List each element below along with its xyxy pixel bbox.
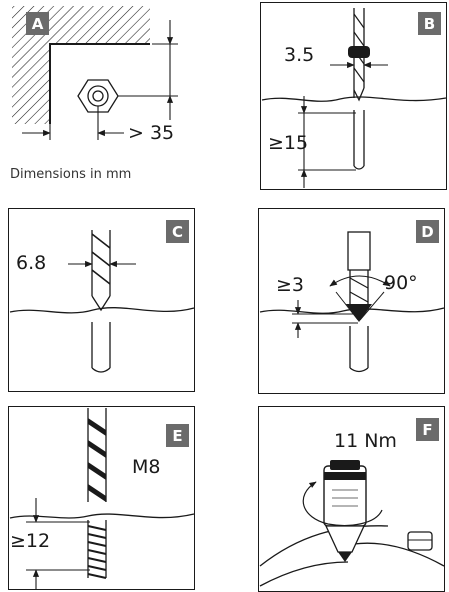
panel-a-drawing [12,6,178,140]
drill-bit [348,8,370,102]
depth-label-e: ≥12 [10,530,50,552]
badge-f: F [416,418,439,441]
drill-bit [91,230,111,312]
panel-e-drawing [9,408,195,590]
drill-diameter-label-b: 3.5 [284,44,315,66]
drain-nut [407,531,433,551]
depth-value-e: 12 [25,530,51,552]
panel-c-drawing [9,230,195,373]
torque-label-f: 11 Nm [334,430,397,452]
panel-d-drawing [259,231,445,373]
depth-label-d: ≥3 [276,274,304,296]
sensor [323,460,367,562]
badge-e: E [166,424,189,447]
panel-a: A > 35 Dimensions in mm [0,0,200,200]
depth-value-b: 15 [283,132,309,154]
depth-value-d: 3 [291,274,305,296]
badge-c: C [166,220,189,243]
panel-c: C 6.8 [8,208,195,392]
angle-arc [329,275,391,287]
thread-label-e: M8 [132,456,161,478]
threaded-hole [87,520,107,579]
depth-prefix-b: ≥ [268,132,284,154]
drill-diameter-label-c: 6.8 [16,252,47,274]
rotation-arrow [302,481,383,527]
panel-e: E M8 ≥12 [8,406,195,590]
panel-b-drawing [261,8,447,188]
depth-prefix-e: ≥ [10,530,26,552]
dimension-label-a: > 35 [128,122,175,144]
depth-prefix-d: ≥ [276,274,292,296]
panel-d: D ≥3 90° [258,208,445,394]
angle-label-d: 90° [384,272,418,294]
panel-f: F 11 Nm [258,406,445,592]
panel-b: B 3.5 ≥15 [260,2,447,190]
thread-tap [87,408,107,502]
badge-a: A [26,12,49,35]
panel-f-drawing [259,460,445,587]
hatched-wall [12,6,150,124]
depth-label-b: ≥15 [268,132,308,154]
dimensions-caption: Dimensions in mm [10,167,132,182]
badge-b: B [418,12,441,35]
badge-d: D [416,220,439,243]
